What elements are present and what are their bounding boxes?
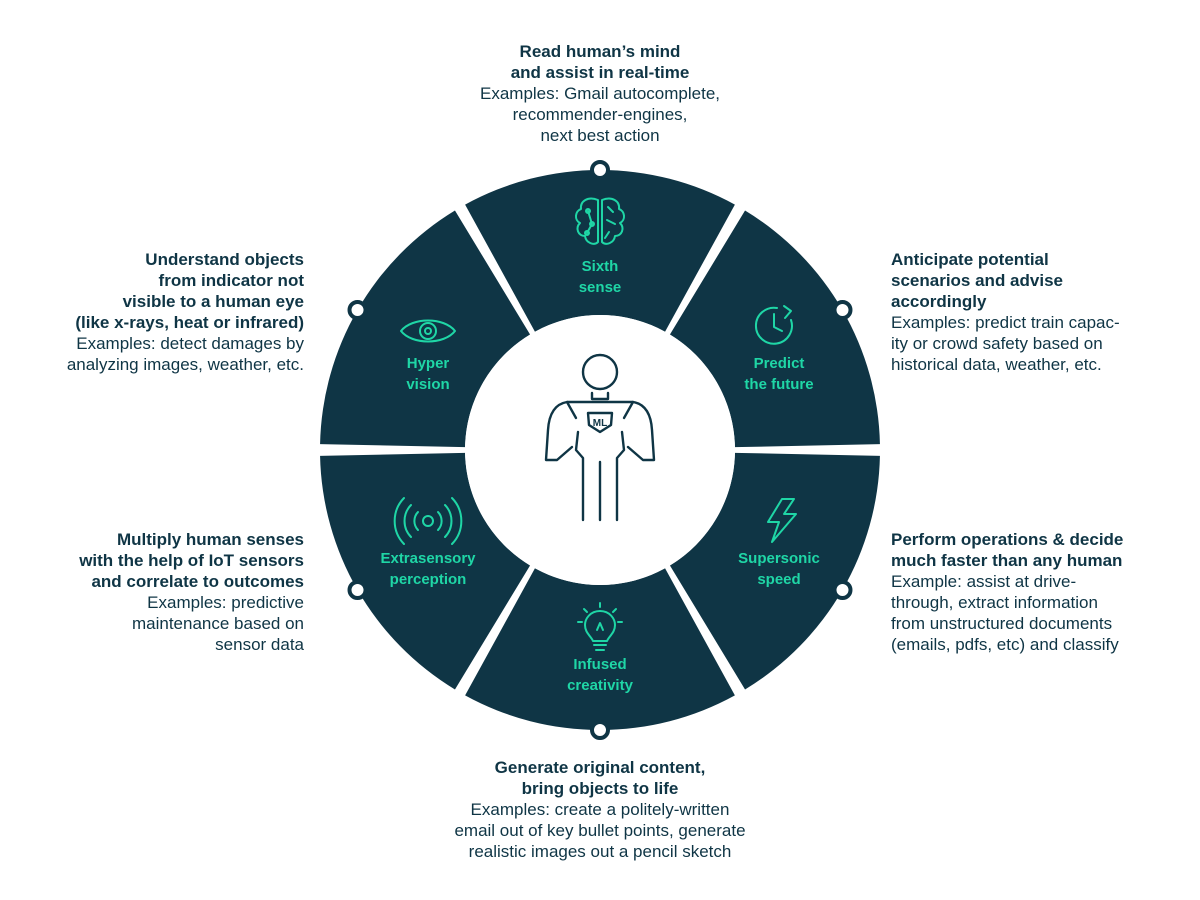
segment-label-supersonic: Supersonic speed — [738, 550, 820, 588]
callout-heading: Multiply human senses with the help of I… — [8, 529, 304, 592]
lightning-icon — [767, 498, 797, 543]
segment-label-line: Hyper — [407, 355, 450, 372]
segment-label-line: Predict — [754, 355, 805, 372]
callout-heading: Read human’s mind and assist in real-tim… — [400, 41, 800, 83]
segment-sixth — [465, 169, 735, 332]
heading-line: scenarios and advise — [891, 271, 1063, 290]
heading-line: Understand objects — [145, 250, 304, 269]
callout-heading: Anticipate potential scenarios and advis… — [891, 249, 1191, 312]
heading-line: and assist in real-time — [510, 63, 690, 82]
lightbulb-icon — [577, 602, 623, 651]
heading-line: (like x-rays, heat or infrared) — [75, 313, 304, 332]
connector-dot-predict — [832, 300, 853, 320]
callout-supersonic-speed: Perform operations & decide much faster … — [891, 529, 1191, 655]
callout-hyper-vision: Understand objects from indicator not vi… — [8, 249, 304, 375]
heading-line: Perform operations & decide — [891, 530, 1124, 549]
body-line: Examples: create a politely-written — [470, 800, 730, 819]
heading-line: accordingly — [891, 292, 987, 311]
segment-label-line: Supersonic — [738, 550, 820, 567]
heading-line: Multiply human senses — [116, 530, 304, 549]
body-line: Examples: detect damages by — [76, 334, 304, 353]
segment-extrasensory — [320, 452, 531, 690]
body-line: maintenance based on — [131, 614, 304, 633]
segment-label-line: perception — [390, 571, 467, 588]
segment-label-extrasensory: Extrasensory perception — [380, 550, 476, 588]
brain-icon — [575, 197, 625, 245]
heading-line: with the help of IoT sensors — [79, 551, 304, 570]
callout-body: Examples: detect damages by analyzing im… — [8, 333, 304, 375]
segment-supersonic — [669, 452, 880, 690]
body-line: analyzing images, weather, etc. — [66, 355, 304, 374]
center-disc — [465, 315, 735, 585]
body-line: Examples: predict train capac- — [891, 313, 1120, 332]
segment-predict — [669, 210, 880, 448]
heading-line: Anticipate potential — [891, 250, 1049, 269]
body-line: recommender-engines, — [512, 105, 688, 124]
body-line: sensor data — [215, 635, 304, 654]
body-line: next best action — [540, 126, 660, 145]
callout-body: Examples: Gmail autocomplete, recommende… — [400, 83, 800, 146]
callout-body: Example: assist at drive- through, extra… — [891, 571, 1191, 655]
signal-waves-icon — [393, 497, 463, 545]
heading-line: from indicator not — [158, 271, 304, 290]
callout-heading: Understand objects from indicator not vi… — [8, 249, 304, 333]
segment-label-hyper: Hyper vision — [406, 355, 449, 393]
body-line: Examples: Gmail autocomplete, — [480, 84, 720, 103]
body-line: from unstructured documents — [891, 614, 1113, 633]
callout-extrasensory-perception: Multiply human senses with the help of I… — [8, 529, 304, 655]
callout-infused-creativity: Generate original content, bring objects… — [390, 757, 810, 862]
segment-label-creativity: Infused creativity — [567, 656, 634, 694]
connector-dot-sixth — [590, 160, 610, 180]
heading-line: Generate original content, — [494, 758, 706, 777]
callout-body: Examples: create a politely-written emai… — [390, 799, 810, 862]
body-line: Example: assist at drive- — [891, 572, 1077, 591]
body-line: ity or crowd safety based on — [891, 334, 1103, 353]
callout-body: Examples: predictive maintenance based o… — [8, 592, 304, 655]
segment-label-line: Extrasensory — [380, 550, 476, 567]
heading-line: visible to a human eye — [122, 292, 304, 311]
segment-label-predict: Predict the future — [744, 355, 813, 393]
heading-line: bring objects to life — [521, 779, 679, 798]
segment-label-line: sense — [579, 279, 622, 296]
segment-label-line: Sixth — [582, 258, 619, 275]
heading-line: much faster than any human — [891, 551, 1123, 570]
callout-body: Examples: predict train capac- ity or cr… — [891, 312, 1191, 375]
connector-dot-extrasensory — [347, 580, 368, 600]
segment-label-line: speed — [757, 571, 800, 588]
segment-label-line: vision — [406, 376, 449, 393]
eye-icon — [400, 319, 456, 343]
body-line: through, extract information — [891, 593, 1098, 612]
callout-sixth-sense: Read human’s mind and assist in real-tim… — [400, 41, 800, 146]
callout-heading: Generate original content, bring objects… — [390, 757, 810, 799]
segment-label-line: creativity — [567, 677, 634, 694]
superhero-figure-icon: ML — [544, 353, 656, 522]
heading-line: and correlate to outcomes — [91, 572, 304, 591]
body-line: email out of key bullet points, generate — [454, 821, 746, 840]
body-line: Examples: predictive — [147, 593, 304, 612]
connector-dot-supersonic — [832, 580, 853, 600]
connector-dot-creativity — [590, 720, 610, 740]
body-line: realistic images out a pencil sketch — [468, 842, 732, 861]
heading-line: Read human’s mind — [519, 42, 681, 61]
connector-dot-hyper — [347, 300, 368, 320]
callout-predict-the-future: Anticipate potential scenarios and advis… — [891, 249, 1191, 375]
segment-label-line: Infused — [573, 656, 626, 673]
segment-label-sixth: Sixth sense — [579, 258, 622, 296]
body-line: (emails, pdfs, etc) and classify — [891, 635, 1119, 654]
clock-arrow-icon — [754, 305, 793, 345]
body-line: historical data, weather, etc. — [891, 355, 1102, 374]
callout-heading: Perform operations & decide much faster … — [891, 529, 1191, 571]
segment-label-line: the future — [744, 376, 813, 393]
ml-badge: ML — [593, 418, 607, 429]
